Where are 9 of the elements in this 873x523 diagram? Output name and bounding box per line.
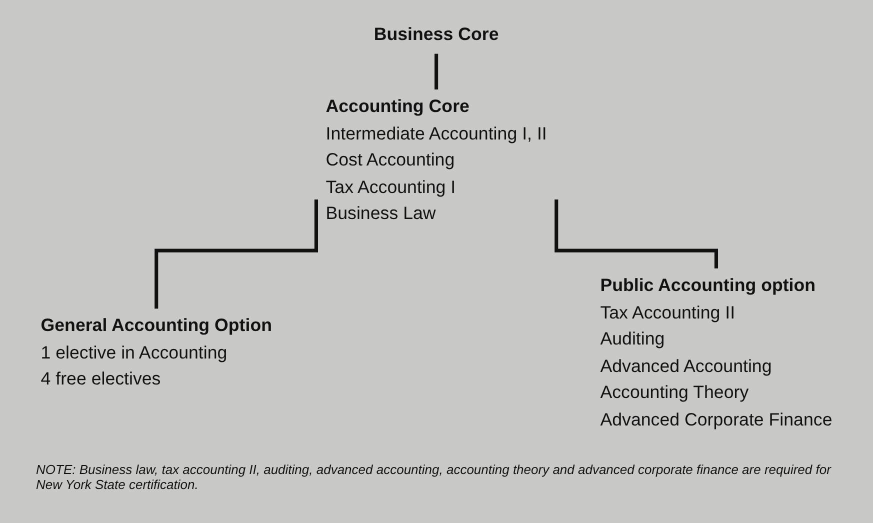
node-text: Business Core <box>374 24 499 45</box>
note-text: NOTE: Business law, tax accounting II, auditing, advanced accounting, accounting theory and advanced corporate finance are required for New York State certification. <box>36 462 832 492</box>
node-text: Accounting Core Intermediate Accounting I, II Cost Accounting Tax Accounting I Business Law <box>326 96 547 224</box>
node-text: Public Accounting option Tax Accounting II Auditing Advanced Accounting Accounting Theory Advanced Corporate Finance <box>600 276 832 430</box>
hierarchy-diagram: Business Core Accounting Core Intermediate Accounting I, II Cost Accounting Tax Accounting I Business Law General Accounting Option 1 elective in Accounting 4 free electives Public Accounting option Tax Accounting II Auditing Advanced Accounting Accounting Theory Advanced Corporate Finance <box>10 8 863 448</box>
connector <box>554 200 718 270</box>
node-text: General Accounting Option 1 elective in Accounting 4 free electives <box>40 316 272 390</box>
connector <box>434 54 438 92</box>
connector <box>154 200 318 310</box>
